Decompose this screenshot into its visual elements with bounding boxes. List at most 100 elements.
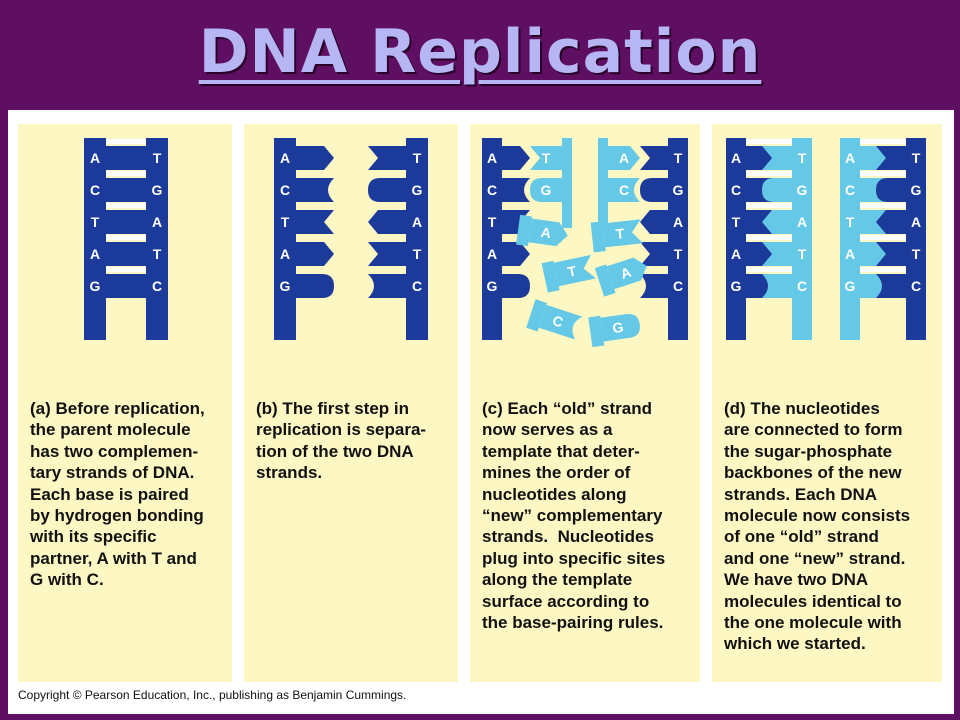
panel-c-free-sugar-1 <box>590 221 606 253</box>
panel-a-right-base-label-0: T <box>153 150 162 166</box>
panel-b-right-base-label-2: A <box>412 214 422 230</box>
panel-c-new-right-base-1 <box>608 178 640 202</box>
panel-c-free-nucleotide-3: A <box>594 257 647 297</box>
panel-d-mol1-right-base-label-2: A <box>797 214 807 230</box>
panel-c-free-nucleotide-4: C <box>526 299 583 340</box>
panel-c-new-right-base-label-0: A <box>619 150 629 166</box>
panel-b-right-base-0 <box>368 146 406 170</box>
panel-d-mol2-left-base-label-0: A <box>845 150 855 166</box>
panel-c-left-base-label-1: C <box>487 182 497 198</box>
panel-c-caption: (c) Each “old” strand now serves as a te… <box>482 399 666 633</box>
panel-c-free-base-1 <box>602 219 644 248</box>
panel-a-rung-3 <box>88 235 168 240</box>
panel-d-mol2-rung-0 <box>844 139 924 144</box>
panel-d-mol2-right-base-label-1: G <box>911 182 922 198</box>
panel-c-free-base-2 <box>553 254 596 287</box>
panel-d-mol1-rung-4 <box>730 267 812 272</box>
panel-b-left-base-1 <box>296 178 334 202</box>
panel-c-left-base-label-2: T <box>488 214 497 230</box>
panel-b-right-backbone <box>406 138 428 340</box>
panel-c-free-sugar-5 <box>588 315 605 348</box>
panel-c-free-nucleotide-2: T <box>541 254 596 293</box>
panel-d-mol2-left-backbone <box>840 138 860 340</box>
panel-c-free-sugar-3 <box>594 264 616 297</box>
panel-c-left-base-label-3: A <box>487 246 497 262</box>
panel-d-mol1-right-base-4 <box>762 274 792 298</box>
panel-d-mol2-left-base-label-2: T <box>846 214 855 230</box>
panel-d-mol1-right-backbone <box>792 138 812 340</box>
panel-c-new-left-partial: TG <box>530 138 572 228</box>
panel-d-mol1-rung-3 <box>730 235 812 240</box>
panel-b-right-base-2 <box>368 210 406 234</box>
panel-d-mol1-right-base-label-3: T <box>798 246 807 262</box>
panel-c-right-base-label-2: A <box>673 214 683 230</box>
panel-b-right-base-label-3: T <box>413 246 422 262</box>
panel-d-mol1-left-backbone <box>726 138 746 340</box>
panel-b-left-base-label-4: G <box>280 278 291 294</box>
panel-c-right-base-3 <box>640 242 668 266</box>
panel-d-mol2-right-base-label-3: T <box>912 246 921 262</box>
panel-d-mol2-right-base-3 <box>876 242 906 266</box>
panel-b-left-base-label-0: A <box>280 150 290 166</box>
panel-d-mol2-rung-3 <box>844 235 924 240</box>
panel-a-right-base-label-3: T <box>153 246 162 262</box>
panel-a-rung-0 <box>88 139 168 144</box>
panel-c-free-sugar-0 <box>516 214 533 247</box>
panel-d-mol1-right-base-label-0: T <box>798 150 807 166</box>
panel-c-free-nucleotide-0: A <box>516 214 568 247</box>
panel-a-right-base-2 <box>116 210 146 234</box>
panel-d-mol2-right-base-0 <box>876 146 906 170</box>
panel-c-free-base-label-2: T <box>566 262 578 280</box>
panel-c-right-base-2 <box>640 210 668 234</box>
slide-title: DNA Replication <box>198 17 762 87</box>
panel-d-mol1-right-base-1 <box>762 178 792 202</box>
panel-a-left-base-label-1: C <box>90 182 100 198</box>
panel-b-right-base-4 <box>368 274 406 298</box>
panel-c-left-base-3 <box>502 242 530 266</box>
panel-a-left-base-label-2: T <box>91 214 100 230</box>
panel-c-free-base-3 <box>606 257 647 290</box>
panel-a-right-base-4 <box>116 274 146 298</box>
panel-b-left-base-label-2: T <box>281 214 290 230</box>
panel-c-right-base-0 <box>640 146 668 170</box>
panel-d-mol2-right-backbone <box>906 138 926 340</box>
panel-d-mol1-right-base-label-4: C <box>797 278 807 294</box>
panel-c-left-base-1 <box>502 178 530 202</box>
panel-c-right-backbone <box>668 138 688 340</box>
panel-a-right-base-label-4: C <box>152 278 162 294</box>
panel-d-mol2-rung-2 <box>844 203 924 208</box>
panel-b-left-base-label-3: A <box>280 246 290 262</box>
panel-b-right-base-3 <box>368 242 406 266</box>
panel-a-right-base-label-1: G <box>152 182 163 198</box>
panel-d-mol1-right-base-3 <box>762 242 792 266</box>
panel-c-right-base-label-3: T <box>674 246 683 262</box>
panel-c-right-base-label-1: G <box>673 182 684 198</box>
panel-c-free-nucleotide-5: G <box>588 313 640 348</box>
panel-c-new-left-base-label-0: T <box>542 150 551 166</box>
panel-a-left-base-label-0: A <box>90 150 100 166</box>
panel-c-free-base-label-0: A <box>540 224 552 241</box>
panel-c-new-left-backbone <box>562 138 572 228</box>
panel-d-mol1-rung-1 <box>730 171 812 176</box>
panel-b-right-base-label-0: T <box>413 150 422 166</box>
panel-c-new-right-base-0 <box>608 146 640 170</box>
panel-a-left-base-label-3: A <box>90 246 100 262</box>
panel-d-mol1-right-base-2 <box>762 210 792 234</box>
panel-d-mol2-left-base-label-1: C <box>845 182 855 198</box>
panel-b-left-base-3 <box>296 242 334 266</box>
panel-c-left-base-label-4: G <box>487 278 498 294</box>
panel-b-left-base-2 <box>296 210 334 234</box>
panel-a-caption: (a) Before replication, the parent molec… <box>30 399 205 590</box>
panel-d-mol1-left-base-label-4: G <box>731 278 742 294</box>
